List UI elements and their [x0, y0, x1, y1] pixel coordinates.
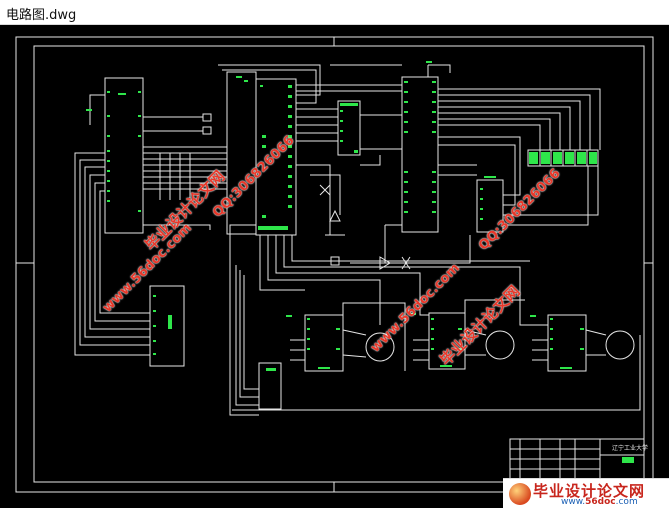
window-title: 电路图.dwg [6, 8, 77, 23]
logo-url-highlight: 56doc [585, 497, 616, 507]
driver-3 [547, 314, 587, 372]
ic-right-small [476, 179, 504, 233]
motor-3 [605, 330, 635, 360]
motor-1 [365, 332, 395, 362]
logo-url-prefix: www. [561, 497, 586, 507]
title-block-school: 辽宁工业大学 [612, 444, 648, 452]
motor-2 [485, 330, 515, 360]
window-titlebar: 电路图.dwg [0, 0, 669, 25]
site-logo: 毕业设计论文网 www.56doc.com [503, 478, 669, 509]
ic-left [104, 77, 144, 234]
driver-1 [304, 314, 344, 372]
logo-url-suffix: .com [615, 497, 638, 507]
logo-url: www.56doc.com [561, 497, 638, 507]
schematic-drawing: 辽宁工业大学 [15, 36, 654, 493]
ic-mid [337, 100, 361, 156]
ic-bottom-small [258, 362, 282, 410]
inner-frame [33, 45, 645, 483]
pin-markers [86, 61, 634, 463]
logo-globe-icon [509, 483, 531, 505]
logo-text: 毕业设计论文网 [533, 482, 646, 500]
driver-2 [428, 312, 466, 370]
ic-bottom-left [149, 285, 185, 367]
drawing-canvas[interactable]: 辽宁工业大学 毕业设计论文网 QQ:306826066 www.56doc.co… [0, 25, 669, 508]
ic-right [401, 76, 439, 233]
